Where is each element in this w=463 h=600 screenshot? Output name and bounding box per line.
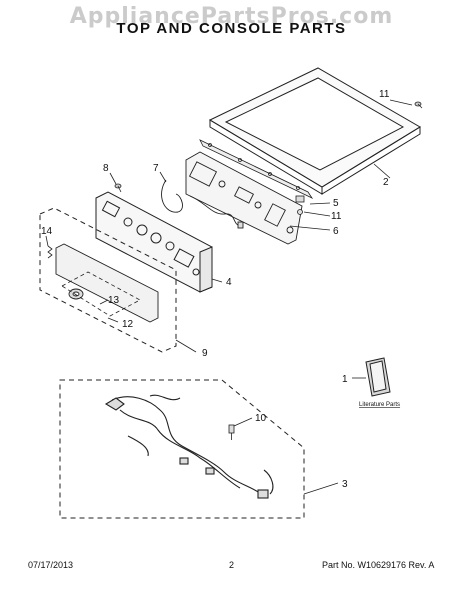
kit-12-outline [61, 271, 141, 317]
callout-12: 12 [122, 319, 134, 330]
screw-11-top [414, 101, 423, 109]
knob-overlay [55, 243, 159, 323]
footer-date: 07/17/2013 [28, 560, 74, 570]
rear-bracket [199, 139, 314, 199]
bracket-clip [295, 195, 305, 215]
screw-8 [114, 183, 122, 193]
clip-10 [228, 424, 235, 440]
callout-2: 2 [383, 177, 389, 188]
callout-11-top: 11 [379, 89, 390, 100]
callout-11-right: 11 [331, 211, 342, 222]
callout-13: 13 [108, 295, 120, 306]
top-panel [208, 67, 421, 195]
wire-harness-small [161, 179, 244, 229]
literature-parts-label: Literature Parts [359, 402, 400, 408]
callout-10: 10 [255, 413, 267, 424]
callout-7: 7 [153, 163, 159, 174]
leader-lines [45, 99, 413, 495]
console-rear-panel [185, 151, 303, 245]
callout-9: 9 [202, 348, 208, 359]
callout-8: 8 [103, 163, 109, 174]
watermark: AppliancePartsPros.com [69, 4, 394, 29]
footer-page-number: 2 [229, 560, 235, 570]
literature-booklet [365, 357, 391, 397]
footer-part-number: Part No. W10629176 Rev. A [322, 560, 435, 570]
callout-5: 5 [333, 198, 339, 209]
callout-6: 6 [333, 226, 339, 237]
page-title: TOP AND CONSOLE PARTS [116, 20, 347, 37]
spring-14 [47, 245, 53, 259]
console-front-panel [95, 191, 213, 293]
callout-3: 3 [342, 479, 348, 490]
callout-1: 1 [342, 374, 348, 385]
main-wire-harness [104, 394, 274, 499]
callout-4: 4 [226, 277, 232, 288]
kit-3-outline [59, 379, 305, 519]
kit-9-outline [39, 207, 177, 353]
callout-14: 14 [41, 226, 53, 237]
